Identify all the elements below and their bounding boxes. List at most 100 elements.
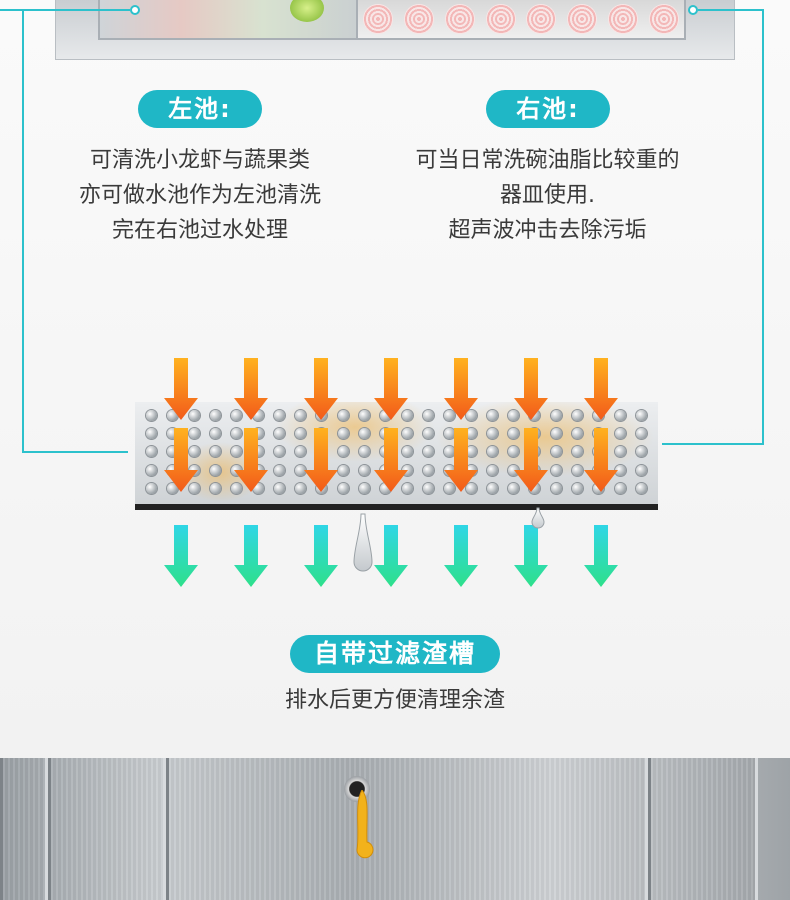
filter-hole — [486, 464, 498, 476]
filter-hole — [146, 428, 158, 440]
filter-hole — [359, 446, 371, 458]
filter-hole — [337, 409, 349, 421]
filter-hole — [380, 409, 392, 421]
filter-hole — [401, 483, 413, 495]
filter-hole — [210, 409, 221, 421]
filter-hole — [337, 483, 349, 495]
filter-hole — [210, 446, 221, 458]
filter-hole — [529, 409, 541, 421]
filter-caption: 排水后更方便清理余渣 — [284, 688, 505, 713]
ultrasonic-ring — [404, 4, 435, 34]
left-basin — [98, 0, 373, 40]
filter-hole — [508, 428, 520, 440]
filter-hole — [401, 446, 413, 458]
left-pool-description: 可清洗小龙虾与蔬果类 亦可做水池作为左池清洗 完在右池过水处理 — [30, 143, 370, 248]
water-drop-icon — [353, 513, 373, 572]
filter-hole — [422, 464, 434, 476]
filter-hole — [295, 483, 307, 495]
filter-hole — [231, 446, 243, 458]
filter-hole — [273, 428, 285, 440]
filter-hole — [295, 409, 307, 421]
orange-down-arrow-icon — [374, 428, 408, 492]
right-pool-line: 器皿使用. — [500, 183, 595, 208]
orange-down-arrow-icon — [444, 428, 478, 492]
filter-hole — [167, 446, 179, 458]
filter-hole — [252, 483, 264, 495]
callout-dot — [688, 5, 698, 15]
filter-hole — [614, 446, 626, 458]
right-pool-description: 可当日常洗碗油脂比较重的 器皿使用. 超声波冲击去除污垢 — [375, 143, 720, 248]
filter-hole — [167, 428, 179, 440]
callout-line — [698, 9, 764, 11]
filter-hole — [422, 483, 434, 495]
filter-hole — [550, 446, 562, 458]
filter-hole — [380, 483, 392, 495]
filter-hole — [635, 464, 647, 476]
filter-hole — [486, 428, 498, 440]
filter-hole — [550, 464, 562, 476]
teal-down-arrow-icon — [304, 525, 338, 587]
filter-hole — [337, 446, 349, 458]
filter-hole — [210, 464, 221, 476]
callout-line — [762, 9, 764, 445]
orange-down-arrow-icon — [304, 428, 338, 492]
filter-hole — [614, 483, 626, 495]
filter-hole — [444, 428, 456, 440]
cabinet-panel — [48, 758, 166, 900]
filter-hole — [146, 464, 158, 476]
filter-hole — [571, 409, 583, 421]
filter-hole — [444, 409, 456, 421]
ultrasonic-ring — [648, 4, 679, 34]
filter-hole — [486, 483, 498, 495]
filter-hole — [486, 446, 498, 458]
filter-hole — [444, 446, 456, 458]
filter-hole — [508, 483, 520, 495]
filter-hole — [508, 446, 520, 458]
filter-hole — [167, 409, 179, 421]
filter-hole — [465, 428, 477, 440]
left-pool-line: 完在右池过水处理 — [111, 218, 288, 243]
filter-hole — [422, 409, 434, 421]
cabinet-door — [166, 758, 648, 900]
orange-down-arrow-icon — [234, 358, 268, 420]
filter-hole — [210, 428, 221, 440]
filter-hole — [635, 483, 647, 495]
filter-hole — [550, 409, 562, 421]
filter-hole — [252, 446, 264, 458]
filter-hole — [444, 483, 456, 495]
filter-hole — [486, 409, 498, 421]
orange-down-arrow-icon — [514, 358, 548, 420]
filter-hole — [359, 409, 371, 421]
left-pool-line: 可清洗小龙虾与蔬果类 — [89, 148, 310, 173]
filter-hole — [465, 409, 477, 421]
filter-hole — [635, 409, 647, 421]
filter-hole — [422, 446, 434, 458]
cabinet-panel — [648, 758, 758, 900]
ultrasonic-ring — [526, 4, 557, 34]
product-feature-panel: 左池: 可清洗小龙虾与蔬果类 亦可做水池作为左池清洗 完在右池过水处理 右池: … — [0, 0, 790, 758]
filter-hole — [465, 446, 477, 458]
filter-hole — [571, 428, 583, 440]
filter-hole — [273, 446, 285, 458]
orange-down-arrow-icon — [164, 428, 198, 492]
filter-hole — [231, 428, 243, 440]
filter-hole — [614, 464, 626, 476]
ultrasonic-ring — [567, 4, 598, 34]
teal-down-arrow-icon — [584, 525, 618, 587]
filter-hole — [295, 464, 307, 476]
filter-hole — [273, 483, 285, 495]
teal-down-arrow-icon — [374, 525, 408, 587]
teal-down-arrow-icon — [234, 525, 268, 587]
right-pool-badge: 右池: — [486, 90, 610, 128]
filter-hole — [146, 409, 158, 421]
filter-hole — [273, 464, 285, 476]
filter-hole — [614, 409, 626, 421]
filter-hole — [359, 464, 371, 476]
filter-hole — [252, 428, 264, 440]
filter-hole — [210, 483, 221, 495]
orange-down-arrow-icon — [444, 358, 478, 420]
filter-hole — [508, 409, 520, 421]
filter-hole — [295, 446, 307, 458]
orange-down-arrow-icon — [584, 428, 618, 492]
ultrasonic-ring — [363, 4, 394, 34]
